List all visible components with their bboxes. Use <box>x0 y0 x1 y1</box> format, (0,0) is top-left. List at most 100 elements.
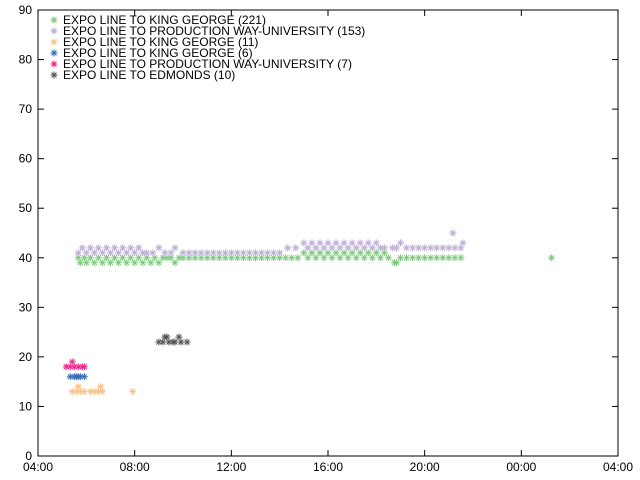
data-point-series-4 <box>80 363 88 371</box>
data-point-series-0 <box>115 259 123 267</box>
x-tick-label: 20:00 <box>410 460 440 474</box>
data-point-series-1 <box>427 244 435 252</box>
data-point-series-1 <box>197 249 205 257</box>
x-tick-label: 00:00 <box>506 460 536 474</box>
data-point-series-1 <box>332 239 340 247</box>
data-point-series-0 <box>179 254 187 262</box>
data-point-series-1 <box>78 244 86 252</box>
data-point-series-1 <box>98 249 106 257</box>
data-point-series-0 <box>119 254 127 262</box>
data-point-series-1 <box>252 249 259 257</box>
data-point-series-1 <box>171 244 179 252</box>
data-point-series-1 <box>439 244 447 252</box>
legend-marker-4 <box>50 60 58 68</box>
data-point-series-1 <box>270 249 278 257</box>
data-point-series-1 <box>131 249 139 257</box>
data-point-series-1 <box>409 244 417 252</box>
data-point-series-1 <box>451 244 459 252</box>
data-point-series-1 <box>459 239 467 247</box>
x-tick-label: 12:00 <box>216 460 246 474</box>
data-point-series-0 <box>352 254 360 262</box>
data-point-series-4 <box>70 363 78 371</box>
data-point-series-2 <box>90 388 98 396</box>
data-point-series-1 <box>215 249 223 257</box>
legend-label: EXPO LINE TO KING GEORGE (11) <box>63 35 258 49</box>
data-point-series-0 <box>397 254 404 262</box>
data-point-series-1 <box>185 249 193 257</box>
data-point-series-1 <box>328 244 336 252</box>
data-point-series-0 <box>76 259 84 267</box>
data-point-series-0 <box>155 259 163 267</box>
legend: EXPO LINE TO KING GEORGE (221)EXPO LINE … <box>50 13 365 82</box>
x-tick-label: 08:00 <box>120 460 150 474</box>
data-point-series-1 <box>139 249 147 257</box>
data-point-series-1 <box>179 249 187 257</box>
data-point-series-1 <box>421 244 429 252</box>
data-point-series-0 <box>135 254 143 262</box>
data-point-series-0 <box>94 254 102 262</box>
data-point-series-2 <box>129 388 137 396</box>
data-point-series-1 <box>227 249 235 257</box>
x-tick-label: 16:00 <box>313 460 343 474</box>
y-tick-label: 50 <box>19 201 33 215</box>
data-point-series-1 <box>94 244 102 252</box>
data-point-series-0 <box>308 249 316 257</box>
legend-label: EXPO LINE TO EDMONDS (10) <box>63 68 235 82</box>
data-point-series-1 <box>352 244 360 252</box>
data-point-series-1 <box>397 239 404 247</box>
data-point-series-0 <box>324 249 332 257</box>
data-point-series-0 <box>336 254 344 262</box>
data-point-series-1 <box>445 244 453 252</box>
data-point-series-0 <box>403 254 411 262</box>
data-point-series-0 <box>445 254 453 262</box>
data-point-series-1 <box>449 229 457 237</box>
data-point-series-1 <box>364 239 372 247</box>
data-point-series-0 <box>143 254 151 262</box>
data-point-series-0 <box>415 254 423 262</box>
data-point-series-0 <box>328 254 336 262</box>
y-tick-label: 90 <box>19 3 33 17</box>
data-point-series-0 <box>86 254 94 262</box>
data-point-series-0 <box>433 254 441 262</box>
data-point-series-1 <box>304 244 312 252</box>
data-point-series-2 <box>86 388 94 396</box>
data-point-series-0 <box>127 254 135 262</box>
data-point-series-1 <box>115 249 123 257</box>
data-point-series-0 <box>421 254 429 262</box>
data-point-series-0 <box>372 249 380 257</box>
data-point-series-0 <box>82 259 90 267</box>
data-point-series-1 <box>403 244 411 252</box>
y-tick-label: 70 <box>19 102 33 116</box>
data-point-series-1 <box>161 249 169 257</box>
data-point-series-3 <box>80 373 88 381</box>
data-point-series-1 <box>119 244 127 252</box>
data-point-series-1 <box>276 249 284 257</box>
data-point-series-0 <box>368 254 376 262</box>
data-point-series-5 <box>183 338 191 346</box>
data-point-series-1 <box>155 244 163 252</box>
data-point-series-1 <box>143 249 151 257</box>
data-point-series-5 <box>177 338 185 346</box>
data-point-series-1 <box>348 239 356 247</box>
data-point-series-0 <box>139 259 147 267</box>
x-tick-label: 04:00 <box>603 460 633 474</box>
data-point-series-0 <box>457 254 465 262</box>
data-point-series-0 <box>239 254 247 262</box>
y-tick-label: 60 <box>19 152 33 166</box>
data-point-series-0 <box>107 259 114 267</box>
data-point-series-0 <box>294 254 302 262</box>
data-point-series-0 <box>102 254 110 262</box>
legend-marker-2 <box>50 38 58 46</box>
data-point-series-0 <box>320 254 328 262</box>
data-point-series-0 <box>171 259 179 267</box>
data-point-series-1 <box>356 239 364 247</box>
data-point-series-0 <box>348 249 356 257</box>
data-point-series-1 <box>245 249 253 257</box>
data-point-series-1 <box>90 249 98 257</box>
data-point-series-0 <box>376 254 384 262</box>
data-point-series-2 <box>98 388 106 396</box>
data-point-series-0 <box>90 259 98 267</box>
data-point-series-1 <box>167 249 175 257</box>
